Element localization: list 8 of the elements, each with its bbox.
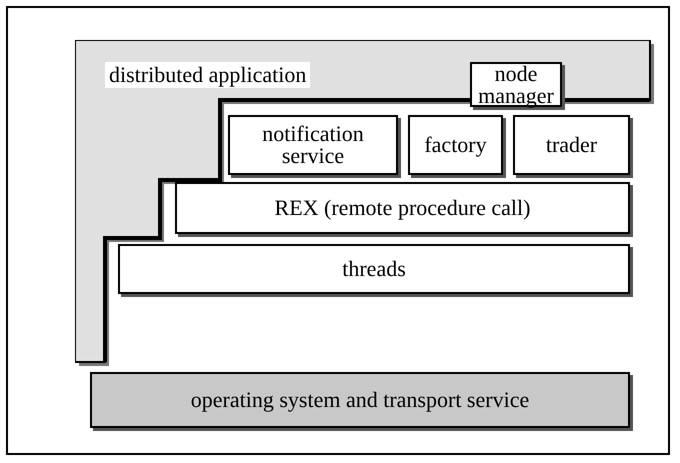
layer-box: trader	[513, 115, 630, 175]
layer-box: notification service	[228, 115, 398, 175]
layer-title: distributed application	[105, 62, 310, 88]
layer-box: factory	[408, 115, 503, 175]
layer-box: node manager	[470, 62, 562, 107]
layer-box: REX (remote procedure call)	[175, 182, 630, 234]
layer-box: operating system and transport service	[90, 372, 630, 428]
layer-box: threads	[118, 244, 630, 294]
